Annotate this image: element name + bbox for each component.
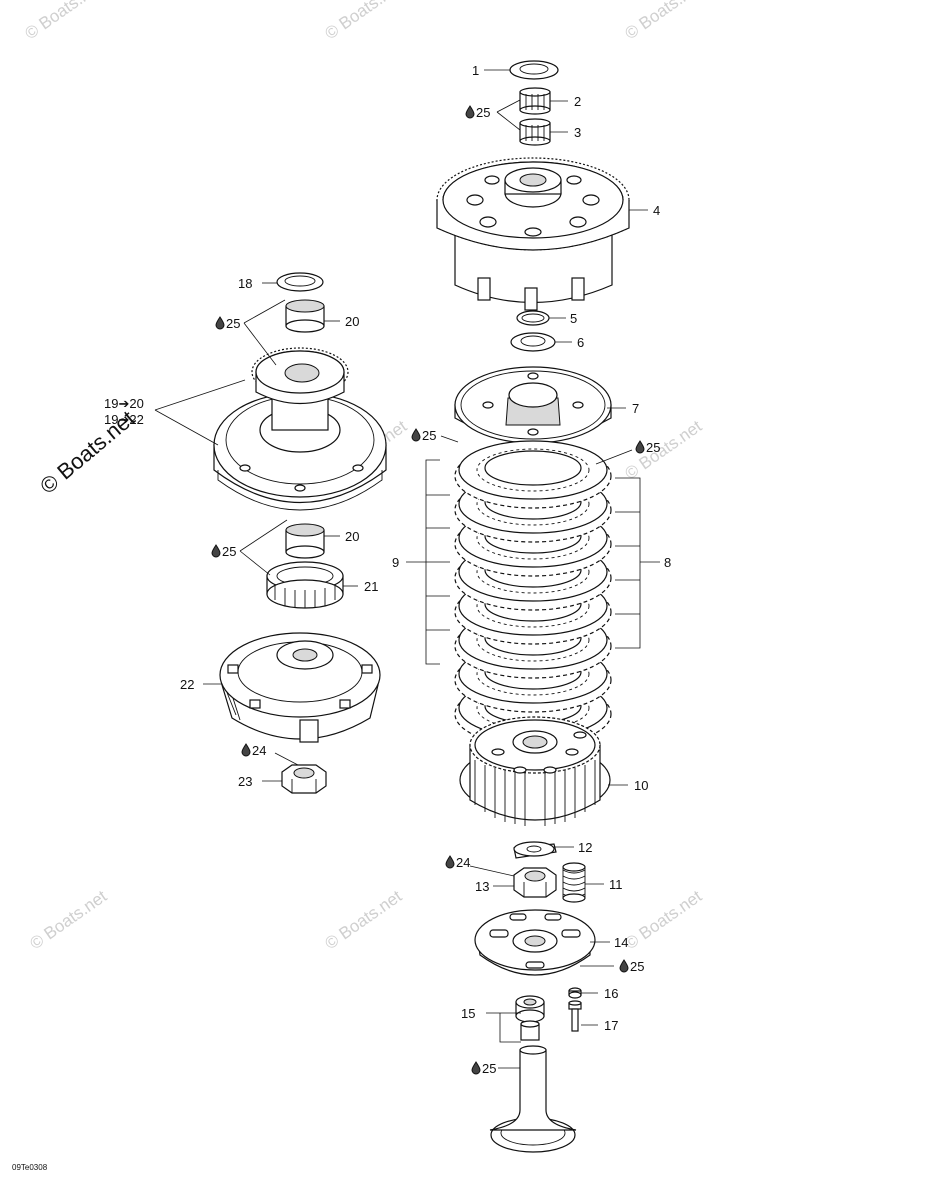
callout-23: 23	[238, 774, 252, 789]
lubricant-number: 24	[456, 855, 470, 870]
callout-labels: 1 2 3 4 5 6 7 8 9 10 12 13 11 14 16 15 1…	[104, 63, 671, 1033]
callout-10: 10	[634, 778, 648, 793]
lubricant-marker: 24	[241, 743, 266, 758]
oil-drop-icon	[619, 959, 629, 973]
callout-15: 15	[461, 1006, 475, 1021]
lubricant-marker: 24	[445, 855, 470, 870]
leader-lines	[154, 69, 660, 1069]
callout-18: 18	[238, 276, 252, 291]
callout-8: 8	[664, 555, 671, 570]
lubricant-labels: 25 25 25 25 25 25 25 24	[211, 105, 660, 1076]
part-19-primary-drum	[213, 347, 387, 511]
part-22-centrifugal-clutch	[219, 632, 381, 743]
lubricant-number: 25	[630, 959, 644, 974]
callout-17: 17	[604, 1018, 618, 1033]
lubricant-number: 25	[422, 428, 436, 443]
callout-16: 16	[604, 986, 618, 1001]
lubricant-marker: 25	[215, 316, 240, 331]
part-10-clutch-hub	[459, 716, 611, 826]
callout-20-upper: 20	[345, 314, 359, 329]
part-1-washer	[509, 60, 559, 80]
callout-4: 4	[653, 203, 660, 218]
oil-drop-icon	[471, 1061, 481, 1075]
callout-19-20: 19➔20	[104, 396, 144, 411]
lubricant-number: 25	[226, 316, 240, 331]
lubricant-marker: 25	[411, 428, 436, 443]
part-20-bushing-lower	[285, 523, 325, 559]
part-3-needle-bearing	[519, 118, 551, 146]
oil-drop-icon	[411, 428, 421, 442]
oil-drop-icon	[215, 316, 225, 330]
lubricant-number: 25	[222, 544, 236, 559]
lubricant-marker: 25	[619, 959, 644, 974]
part-23-nut	[281, 764, 327, 794]
oil-drop-icon	[241, 743, 251, 757]
callout-3: 3	[574, 125, 581, 140]
lubricant-marker: 25	[465, 105, 490, 120]
callout-11: 11	[609, 877, 623, 892]
oil-drop-icon	[465, 105, 475, 119]
callout-2: 2	[574, 94, 581, 109]
callout-6: 6	[577, 335, 584, 350]
callout-12: 12	[578, 840, 592, 855]
part-11-spring	[562, 862, 586, 903]
callout-1: 1	[472, 63, 479, 78]
part-15-release-bearing	[515, 995, 545, 1041]
callout-20-lower: 20	[345, 529, 359, 544]
drawing-code: 09Te0308	[12, 1163, 48, 1172]
part-12-lock-washer	[513, 841, 557, 859]
watermark-text: © Boats.net	[621, 886, 705, 953]
part-18-washer	[276, 272, 324, 292]
lubricant-number: 25	[646, 440, 660, 455]
callout-14: 14	[614, 935, 628, 950]
lubricant-number: 24	[252, 743, 266, 758]
part-17-screw	[568, 1000, 582, 1032]
oil-drop-icon	[635, 440, 645, 454]
part-4-clutch-housing	[436, 157, 630, 311]
part-16-small-washer	[568, 987, 582, 999]
part-5-circlip	[516, 310, 550, 326]
callout-21: 21	[364, 579, 378, 594]
watermark-text: © Boats.net	[621, 416, 705, 483]
part-21-one-way-clutch	[266, 561, 344, 609]
oil-drop-icon	[211, 544, 221, 558]
part-push-rod	[489, 1045, 577, 1153]
part-20-bushing-upper	[285, 299, 325, 333]
part-14-release-plate	[474, 909, 596, 976]
watermark-text: © Boats.net	[321, 0, 405, 43]
callout-13: 13	[475, 879, 489, 894]
lubricant-marker: 25	[635, 440, 660, 455]
part-8-9-clutch-plate-stack	[454, 440, 612, 747]
lubricant-number: 25	[476, 105, 490, 120]
callout-5: 5	[570, 311, 577, 326]
lubricant-number: 25	[482, 1061, 496, 1076]
watermark-text: © Boats.net	[621, 0, 705, 43]
callout-22: 22	[180, 677, 194, 692]
watermark-text: © Boats.net	[21, 0, 105, 43]
part-6-thrust-washer	[510, 332, 556, 352]
watermark-text: © Boats.net	[26, 886, 110, 953]
part-7-pressure-plate	[454, 366, 612, 444]
callout-7: 7	[632, 401, 639, 416]
watermark-text: © Boats.net	[321, 886, 405, 953]
callout-19-22: 19➔22	[104, 412, 144, 427]
lubricant-marker: 25	[211, 544, 236, 559]
oil-drop-icon	[445, 855, 455, 869]
clutch-plate	[454, 440, 612, 509]
part-13-nut	[513, 867, 557, 898]
lubricant-marker: 25	[471, 1061, 496, 1076]
callout-9: 9	[392, 555, 399, 570]
part-2-needle-bearing	[519, 87, 551, 115]
